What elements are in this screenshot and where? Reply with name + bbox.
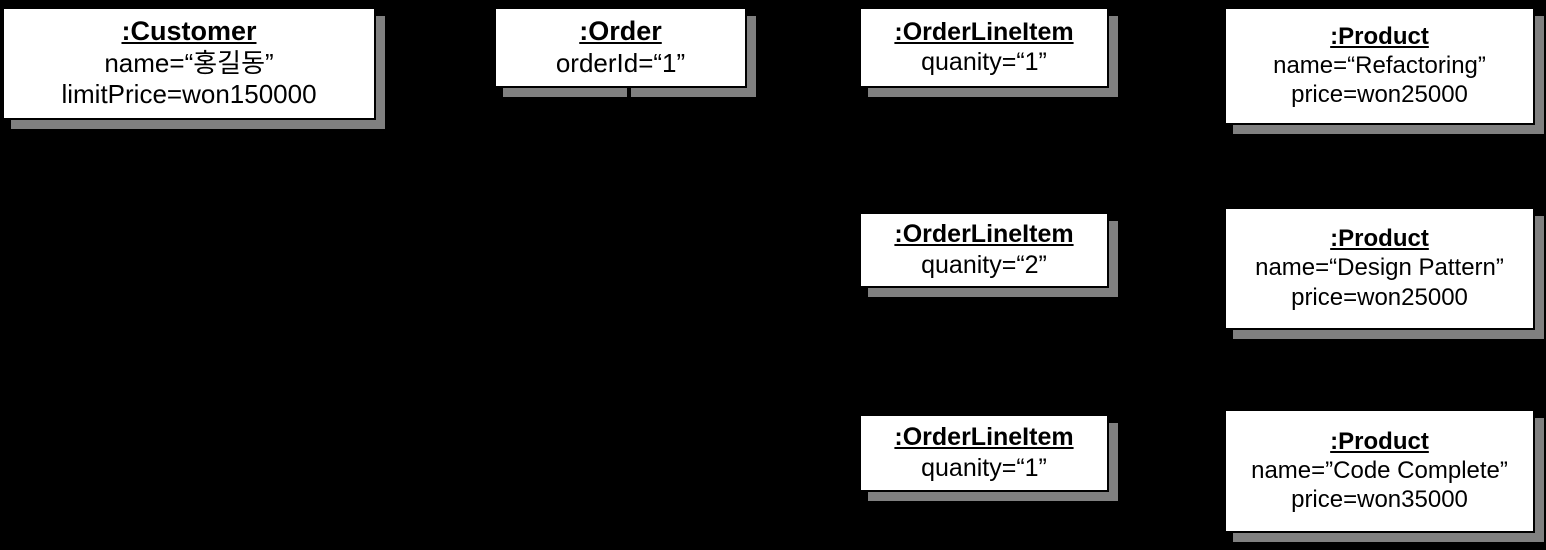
object-attribute: limitPrice=won150000 <box>61 79 317 110</box>
object-attribute: price=won25000 <box>1291 283 1468 311</box>
node-box: :Order orderId=“1” <box>494 7 747 88</box>
node-box: :OrderLineItem quanity=“1” <box>859 414 1109 492</box>
object-attribute: name=“Design Pattern” <box>1255 254 1504 282</box>
object-title: :OrderLineItem <box>894 423 1074 451</box>
object-title: :OrderLineItem <box>894 220 1074 248</box>
object-attribute: orderId=“1” <box>555 47 686 78</box>
object-attribute: quanity=“2” <box>921 250 1047 279</box>
node-box: :Product name=“Refactoring” price=won250… <box>1224 7 1535 125</box>
node-box: :Customer name=“홍길동” limitPrice=won15000… <box>2 7 376 120</box>
object-node-orderlineitem-1[interactable]: :OrderLineItem quanity=“1” <box>859 7 1118 97</box>
object-title: :Product <box>1330 225 1429 253</box>
object-title: :Customer <box>121 15 257 46</box>
object-node-order[interactable]: :Order orderId=“1” <box>494 7 756 97</box>
object-attribute: price=won25000 <box>1291 81 1468 109</box>
object-title: :OrderLineItem <box>894 17 1074 46</box>
node-box: :Product name=”Code Complete” price=won3… <box>1224 409 1535 533</box>
object-node-customer[interactable]: :Customer name=“홍길동” limitPrice=won15000… <box>2 7 385 129</box>
object-node-product-2[interactable]: :Product name=“Design Pattern” price=won… <box>1224 207 1544 339</box>
object-node-orderlineitem-3[interactable]: :OrderLineItem quanity=“1” <box>859 414 1118 501</box>
node-box: :OrderLineItem quanity=“2” <box>859 212 1109 288</box>
object-attribute: name=”Code Complete” <box>1251 456 1508 484</box>
object-node-product-1[interactable]: :Product name=“Refactoring” price=won250… <box>1224 7 1544 134</box>
object-node-orderlineitem-2[interactable]: :OrderLineItem quanity=“2” <box>859 212 1118 297</box>
object-node-product-3[interactable]: :Product name=”Code Complete” price=won3… <box>1224 409 1544 542</box>
object-title: :Product <box>1330 22 1429 50</box>
object-title: :Order <box>579 15 662 46</box>
node-box: :Product name=“Design Pattern” price=won… <box>1224 207 1535 330</box>
object-attribute: quanity=“1” <box>921 48 1047 76</box>
object-attribute: quanity=“1” <box>921 453 1047 482</box>
node-box: :OrderLineItem quanity=“1” <box>859 7 1109 88</box>
object-attribute: name=“Refactoring” <box>1273 51 1486 79</box>
object-title: :Product <box>1330 427 1429 455</box>
object-attribute: price=won35000 <box>1291 486 1468 514</box>
object-attribute: name=“홍길동” <box>104 47 274 78</box>
